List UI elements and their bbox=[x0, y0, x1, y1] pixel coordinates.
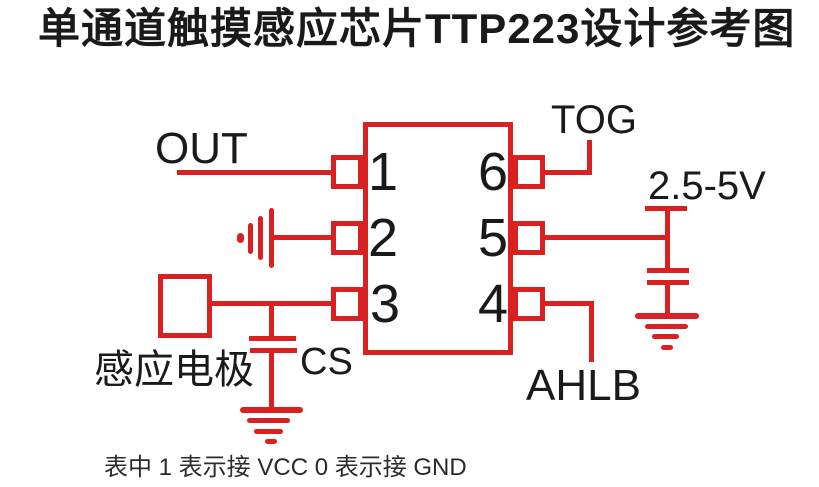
gnd2-bar-short bbox=[248, 223, 253, 254]
pin2-gnd-wire bbox=[271, 235, 331, 240]
gnd2-bar-mid bbox=[258, 216, 263, 260]
chip-body bbox=[363, 122, 513, 355]
page-title: 单通道触摸感应芯片TTP223设计参考图 bbox=[38, 5, 796, 52]
gnd-cs-dash bbox=[265, 439, 277, 444]
pin3-wire bbox=[212, 301, 331, 306]
pin6-wire bbox=[545, 170, 592, 175]
pin-number-1: 1 bbox=[368, 142, 399, 202]
gnd2-dot bbox=[237, 233, 244, 243]
pin-number-2: 2 bbox=[368, 208, 399, 268]
gnd-r-bar-short bbox=[652, 334, 679, 339]
cs-plate-bottom bbox=[250, 348, 297, 353]
gnd-cs-bar-mid bbox=[247, 418, 290, 423]
gnd-r-dash bbox=[661, 345, 673, 350]
cap-r-plate-top bbox=[647, 268, 689, 273]
net-label-tog: TOG bbox=[551, 98, 637, 142]
pin-pad-6 bbox=[513, 155, 545, 189]
electrode-label: 感应电极 bbox=[94, 348, 254, 392]
pin-number-5: 5 bbox=[477, 208, 508, 268]
gnd-r-bar-long bbox=[635, 313, 699, 319]
gnd2-bar-long bbox=[269, 208, 274, 268]
pin-pad-5 bbox=[513, 221, 545, 255]
out-wire bbox=[177, 170, 331, 175]
net-label-out: OUT bbox=[155, 124, 248, 173]
cs-plate-top bbox=[249, 336, 296, 341]
pin-pad-4 bbox=[513, 287, 545, 321]
supply-vertical bbox=[665, 209, 670, 270]
cs-gnd-vertical bbox=[269, 352, 274, 408]
footnote-text: 表中 1 表示接 VCC 0 表示接 GND bbox=[104, 454, 467, 481]
pin-pad-2 bbox=[331, 221, 363, 255]
pin5-wire bbox=[545, 235, 670, 240]
pin-number-6: 6 bbox=[477, 142, 508, 202]
tog-stub-vertical bbox=[587, 140, 592, 175]
supply-terminal-bar bbox=[645, 206, 687, 211]
net-label-supply: 2.5-5V bbox=[648, 164, 766, 208]
pin-number-4: 4 bbox=[477, 274, 508, 334]
capacitor-label-cs: CS bbox=[300, 341, 353, 383]
pin4-wire bbox=[545, 301, 594, 306]
net-label-ahlb: AHLB bbox=[526, 361, 641, 410]
ahlb-stub-vertical bbox=[589, 301, 594, 362]
electrode-pad bbox=[158, 274, 212, 338]
cap-r-plate-bottom bbox=[647, 280, 689, 285]
cs-branch-vertical bbox=[269, 304, 274, 337]
gnd-cs-bar-long bbox=[240, 407, 303, 413]
gnd-r-bar-mid bbox=[645, 324, 688, 329]
pin-pad-1 bbox=[331, 155, 363, 189]
cap-r-gnd-vertical bbox=[665, 284, 670, 315]
pin-pad-3 bbox=[331, 287, 363, 321]
gnd-cs-bar-short bbox=[254, 429, 283, 434]
pin-number-3: 3 bbox=[370, 274, 401, 334]
